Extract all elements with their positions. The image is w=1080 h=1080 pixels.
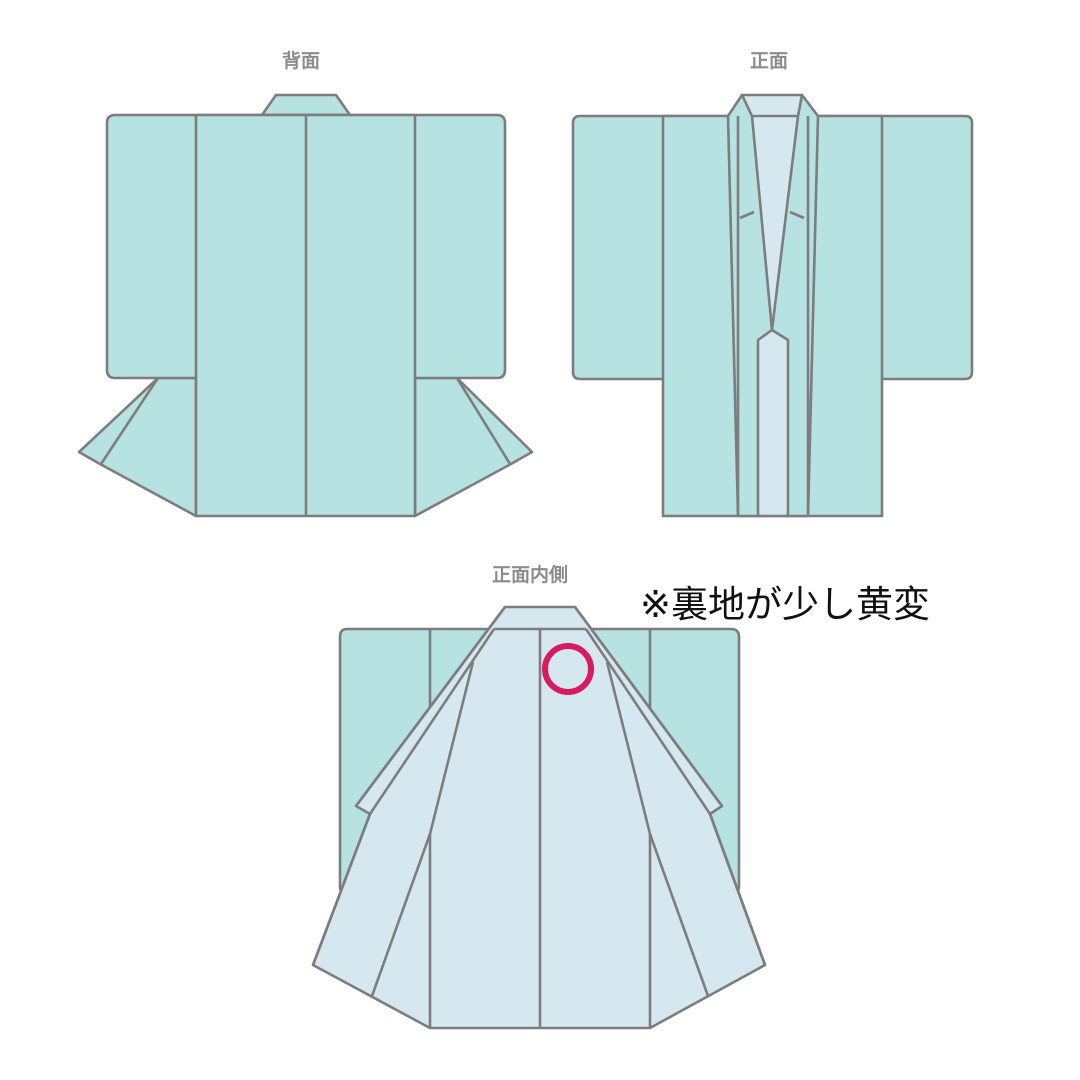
back-view-label: 背面 — [282, 50, 321, 72]
front-view-label: 正面 — [750, 50, 789, 72]
inside-front-view-kimono — [311, 605, 767, 1030]
back-collar — [260, 93, 352, 117]
back-view-kimono — [77, 93, 534, 518]
lining-yellowing-note: ※裏地が少し黄変 — [640, 583, 931, 626]
inside-front-view-label: 正面内側 — [492, 564, 569, 586]
back-right-skirt — [413, 376, 534, 518]
front-view-kimono — [571, 93, 974, 518]
back-left-skirt — [77, 376, 198, 518]
yellowing-marker-circle — [542, 643, 594, 695]
front-collar-right — [770, 93, 820, 518]
